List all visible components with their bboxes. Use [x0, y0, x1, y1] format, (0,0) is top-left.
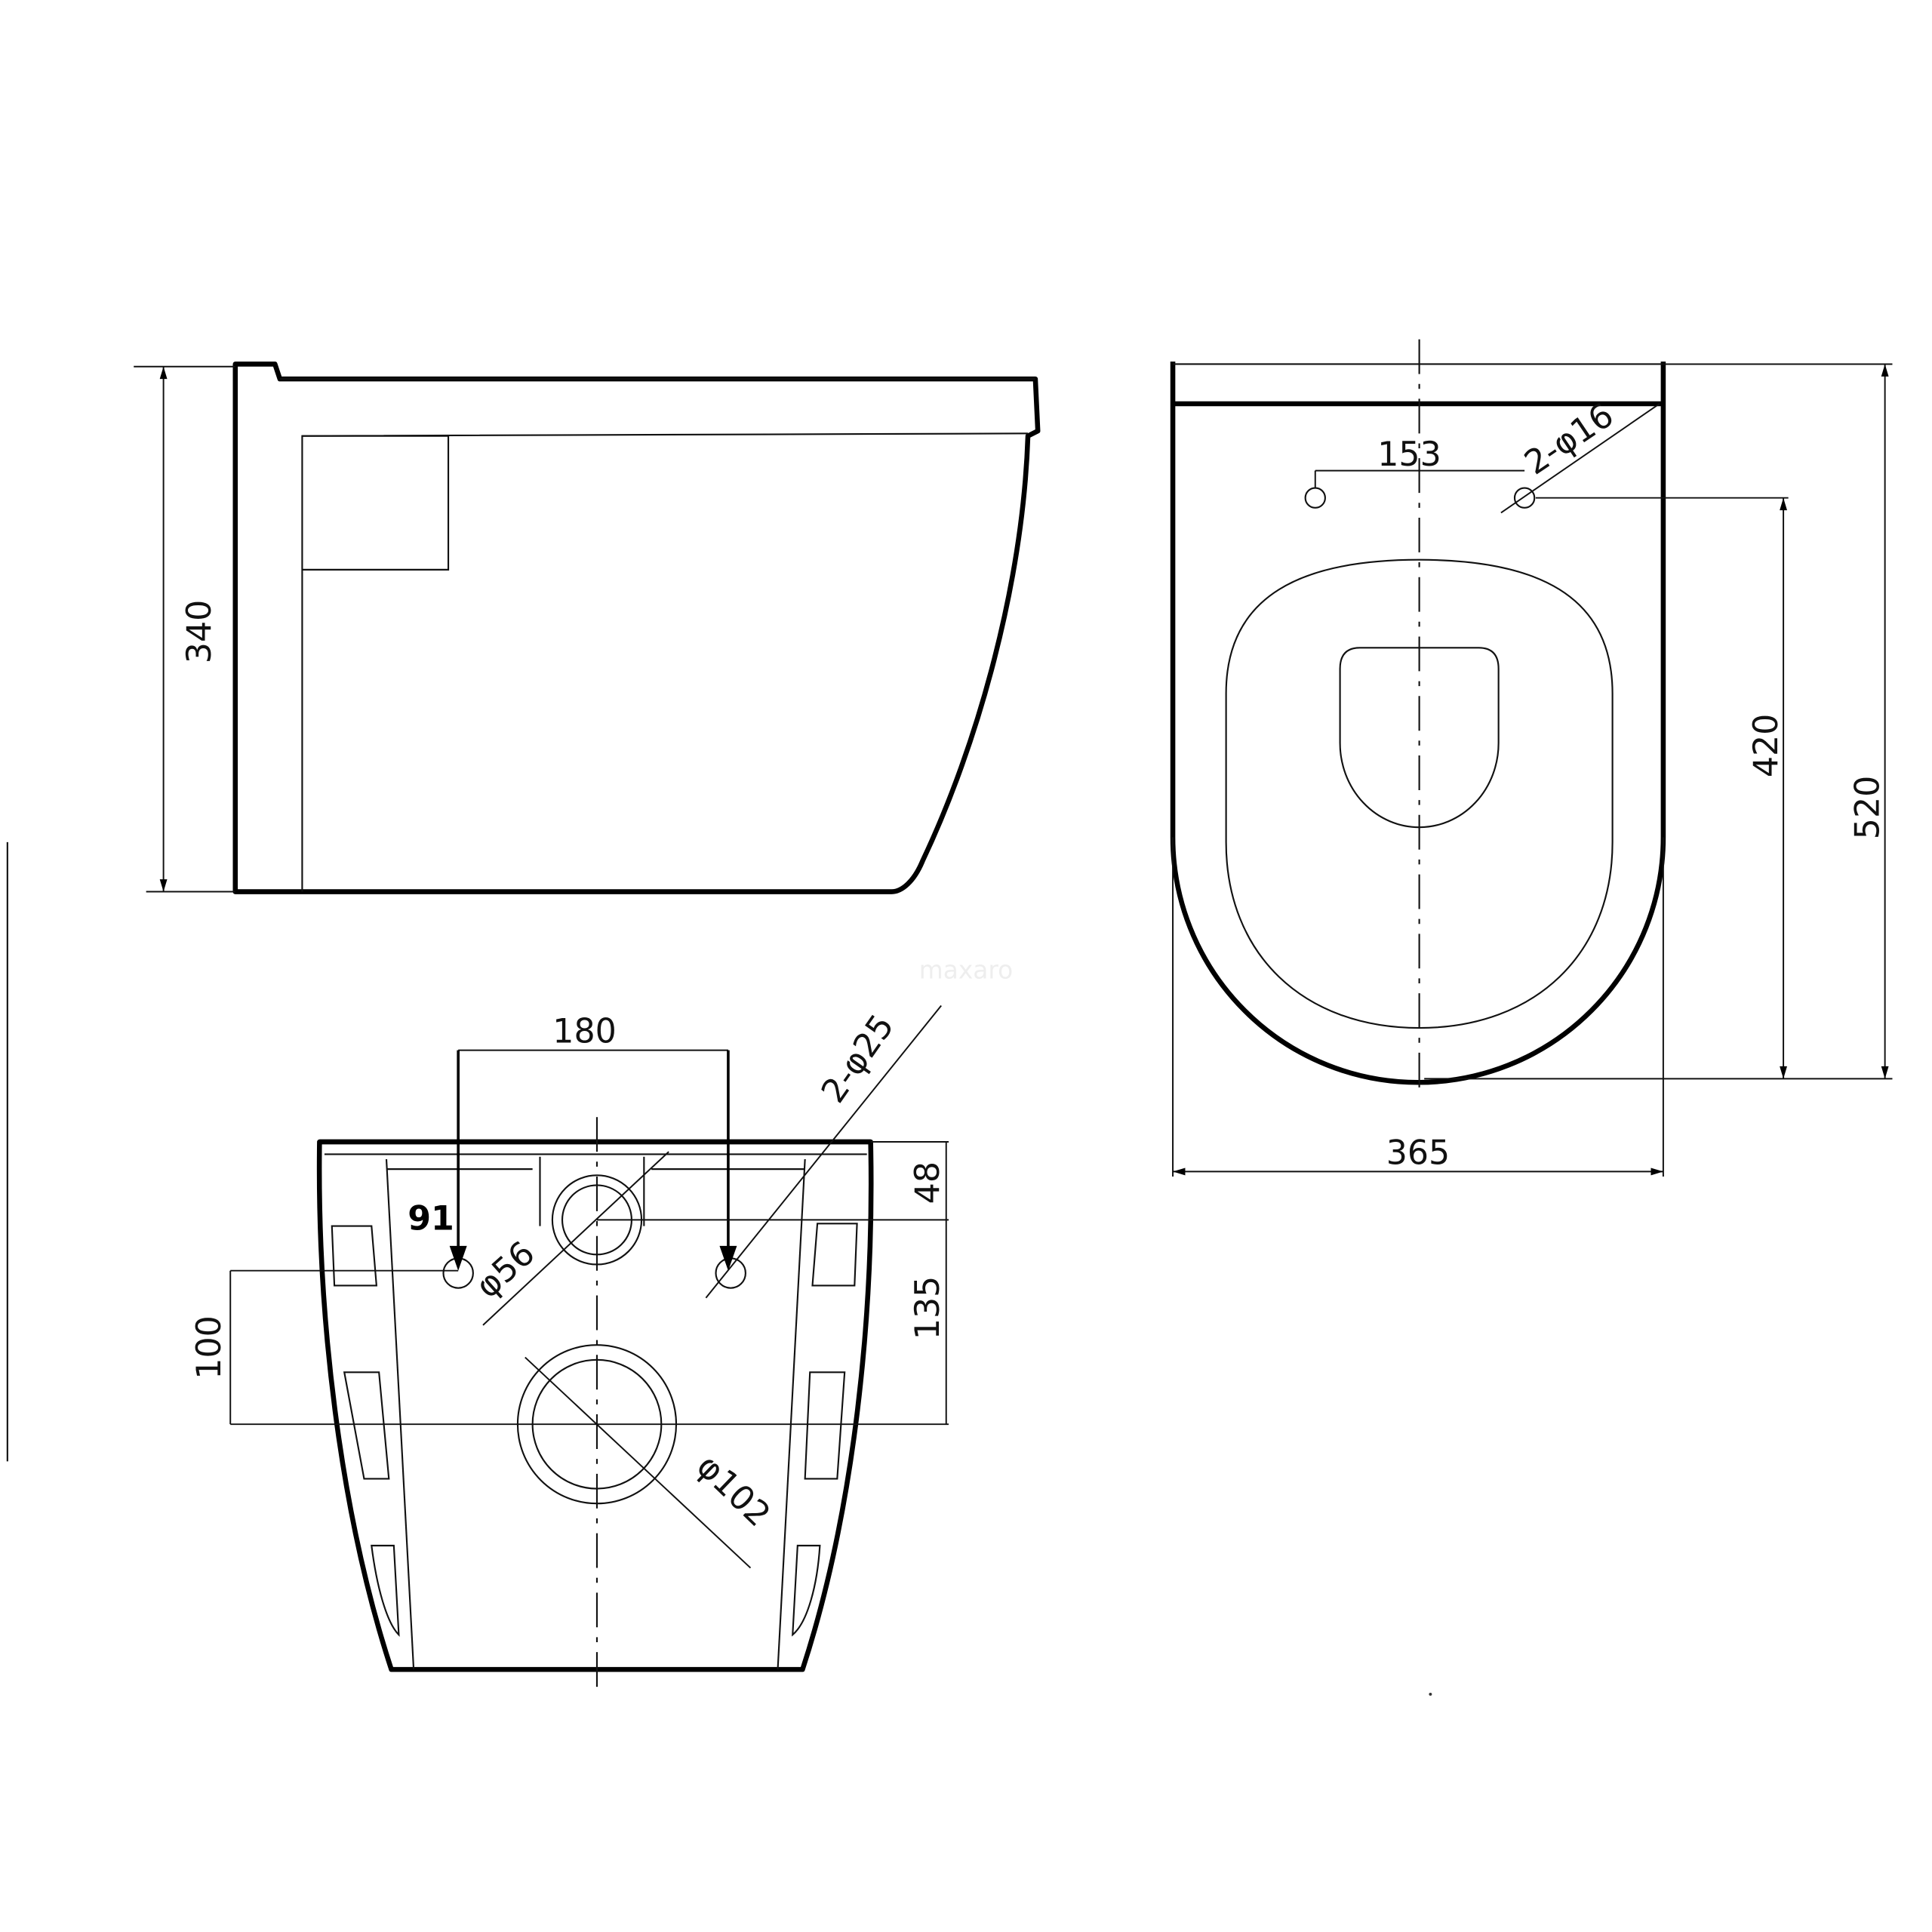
slot-left-1 — [331, 1225, 378, 1287]
fixing-hole-left — [1304, 487, 1326, 509]
side-height-label: 340 — [180, 600, 219, 664]
bowl-opening — [1339, 647, 1500, 829]
rear-view: φ56 180 2-φ25 91 φ102 48 135 100 — [190, 1004, 949, 1697]
width-label: 365 — [1386, 1134, 1451, 1173]
depth-label: 520 — [1848, 776, 1887, 840]
slot-left-3 — [371, 1544, 400, 1637]
hole-diameter-label: 2-φ16 — [1518, 396, 1620, 483]
hole-spacing-label: 153 — [1377, 435, 1441, 474]
slot-right-2 — [804, 1371, 846, 1480]
bolt-spacing-label: 180 — [552, 1013, 617, 1051]
hole-depth-label: 420 — [1747, 714, 1786, 778]
side-view-outline — [232, 361, 1041, 894]
fixing-hole-right — [1513, 487, 1536, 509]
slot-left-2 — [343, 1371, 390, 1480]
top-view-outline — [1170, 361, 1666, 1085]
inner-rim-line — [301, 432, 1029, 892]
watermark: maxaro — [919, 955, 1013, 984]
rear-view-outline — [316, 1139, 874, 1672]
inner-line-right — [777, 1158, 806, 1670]
bolt-diameter-label: 2-φ25 — [814, 1008, 902, 1110]
top-view: 153 2-φ16 420 520 365 — [1170, 339, 1893, 1177]
side-view: 340 — [134, 361, 1041, 894]
slot-right-1 — [811, 1223, 858, 1287]
inner-line-left — [385, 1158, 415, 1670]
bolt-offset-label: 91 — [408, 1200, 454, 1238]
stray-dot — [1429, 1692, 1432, 1696]
inlet-outlet-distance-label: 135 — [909, 1276, 947, 1340]
inlet-height-label: 48 — [909, 1161, 947, 1204]
carrier-box — [302, 435, 450, 571]
outlet-diameter-label: φ102 — [689, 1447, 777, 1534]
inlet-diameter-label: φ56 — [469, 1234, 543, 1306]
bolt-outlet-distance-label: 100 — [190, 1315, 229, 1380]
slot-right-3 — [792, 1544, 821, 1637]
